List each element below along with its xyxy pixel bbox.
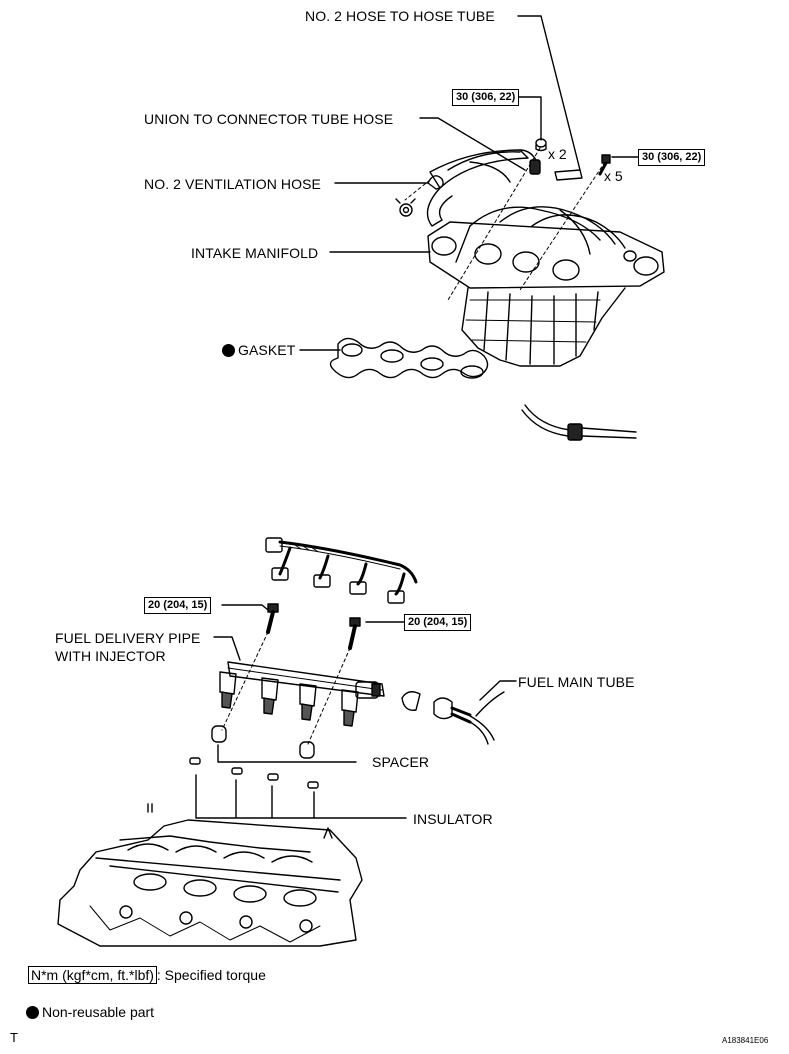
legend-torque-box: N*m (kgf*cm, ft.*lbf) (28, 966, 157, 984)
label-fuel-main-tube: FUEL MAIN TUBE (518, 674, 635, 690)
wire-harness-part (265, 537, 418, 604)
dashed-lines-upper (404, 147, 606, 301)
label-no2-hose-to-hose-tube: NO. 2 HOSE TO HOSE TUBE (305, 8, 495, 24)
label-gasket: GASKET (222, 342, 295, 358)
leader-lines-lower (195, 604, 517, 819)
label-no2-ventilation-hose: NO. 2 VENTILATION HOSE (144, 176, 321, 192)
legend-torque: N*m (kgf*cm, ft.*lbf): Specified torque (28, 966, 266, 984)
loose-hose-part (521, 404, 637, 441)
label-fuel-delivery-pipe: FUEL DELIVERY PIPE (55, 630, 201, 646)
legend-nonreusable-dot-icon (26, 1006, 39, 1019)
fuel-main-tube-part (401, 691, 505, 745)
legend-torque-text: : Specified torque (156, 967, 266, 983)
label-union-to-connector-tube-hose: UNION TO CONNECTOR TUBE HOSE (144, 111, 394, 127)
clamp-part (529, 159, 541, 175)
label-gasket-text: GASKET (238, 342, 296, 358)
corner-mark-left: T (10, 1030, 19, 1045)
hose-clip-part (395, 198, 416, 217)
cylinder-head-part (57, 803, 363, 947)
hose-tube-part (554, 169, 583, 181)
intake-manifold-part (427, 206, 665, 367)
label-intake-manifold: INTAKE MANIFOLD (191, 245, 319, 261)
torque-box-delivery-bolt-right: 20 (204, 15) (404, 614, 472, 631)
quantity-nuts: x 2 (548, 146, 567, 162)
quantity-bolts: x 5 (604, 168, 623, 184)
fuel-delivery-pipe-part (219, 661, 385, 727)
legend-nonreusable-text: Non-reusable part (42, 1004, 155, 1020)
label-insulator: INSULATOR (413, 811, 493, 827)
label-with-injector: WITH INJECTOR (55, 648, 166, 664)
torque-box-delivery-bolt-left: 20 (204, 15) (144, 597, 212, 614)
nut-part (535, 138, 547, 152)
figure-code: A183841E06 (722, 1036, 769, 1045)
dashed-lines-lower (221, 631, 351, 745)
torque-box-manifold-nut: 30 (306, 22) (452, 89, 520, 106)
bolt-part (598, 154, 611, 176)
insulators-part (189, 757, 319, 789)
legend-nonreusable: Non-reusable part (26, 1003, 154, 1021)
spacers-part (211, 725, 315, 759)
nonreusable-dot-icon (222, 344, 235, 357)
delivery-pipe-bolts (266, 603, 361, 650)
label-spacer: SPACER (372, 754, 430, 770)
leader-lines-upper (299, 15, 639, 351)
ventilation-hoses (426, 149, 537, 227)
torque-box-manifold-bolt: 30 (306, 22) (638, 149, 706, 166)
gasket-part (329, 337, 489, 379)
